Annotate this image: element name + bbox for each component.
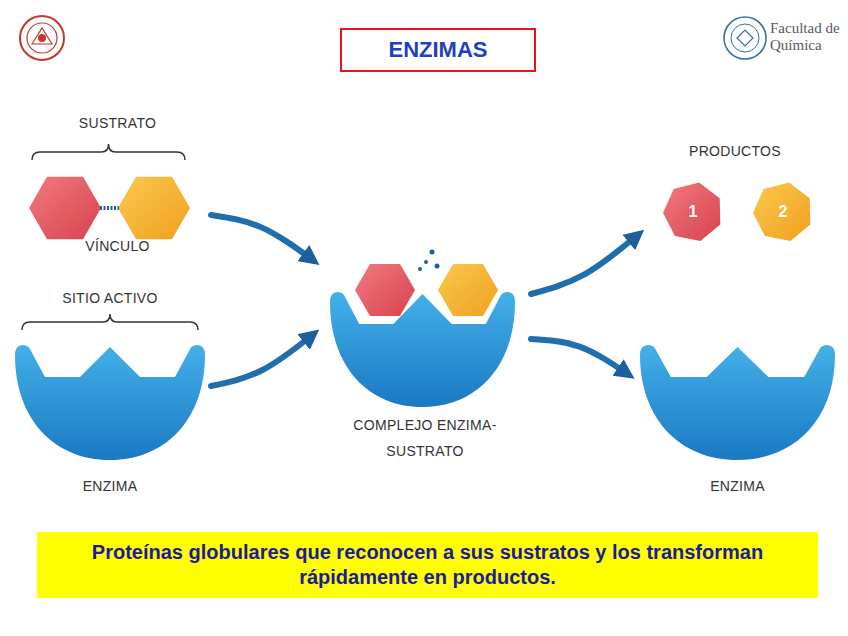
bond-fragment (430, 250, 435, 255)
enzyme-shape (330, 292, 515, 407)
node-label: COMPLEJO ENZIMA-SUSTRATO (340, 412, 510, 465)
flow-arrow (531, 235, 638, 294)
flow-arrow (211, 335, 313, 387)
enzyme-shape (640, 345, 835, 460)
substrate-part (355, 264, 415, 316)
caption-band: Proteínas globulares que reconocen a sus… (37, 532, 818, 598)
node-label: ENZIMA (83, 473, 138, 500)
flow-arrow (531, 339, 628, 374)
enzyme-shape (15, 345, 205, 460)
node-label: ENZIMA (710, 473, 765, 500)
substrate-part (438, 264, 498, 316)
university-seal (20, 16, 64, 60)
callout-number: 2 (778, 204, 787, 220)
brace (22, 314, 198, 330)
complex-group: COMPLEJO ENZIMA-SUSTRATO (325, 240, 525, 465)
caption: Proteínas globulares que reconocen a sus… (67, 540, 788, 590)
bond-fragment (418, 267, 422, 271)
flow-arrow (211, 215, 313, 260)
faculty-logo (724, 17, 766, 59)
product-shape: 1 (663, 182, 723, 242)
enzyme-group: ENZIMA (640, 330, 835, 500)
substrate-part (29, 177, 101, 239)
node-label: PRODUCTOS (689, 138, 781, 165)
substrate-part (118, 177, 190, 239)
logo-text: Facultad de Química (770, 20, 848, 53)
substrate-group: SUSTRATO VÍNCULO (30, 110, 205, 260)
node-label: SITIO ACTIVO (62, 285, 157, 312)
bond (100, 206, 119, 210)
bond-fragment (435, 264, 440, 269)
product-shape: 2 (753, 182, 813, 242)
products-group: PRODUCTOS 1 2 (650, 138, 820, 248)
title: ENZIMAS (389, 37, 488, 63)
title-box: ENZIMAS (340, 28, 536, 72)
brace (32, 144, 185, 160)
enzyme-group: SITIO ACTIVO ENZIMA (15, 285, 205, 500)
node-label: VÍNCULO (85, 233, 149, 260)
bond-fragment (424, 260, 428, 264)
node-label: SUSTRATO (79, 110, 156, 137)
callout-number: 1 (688, 204, 697, 220)
